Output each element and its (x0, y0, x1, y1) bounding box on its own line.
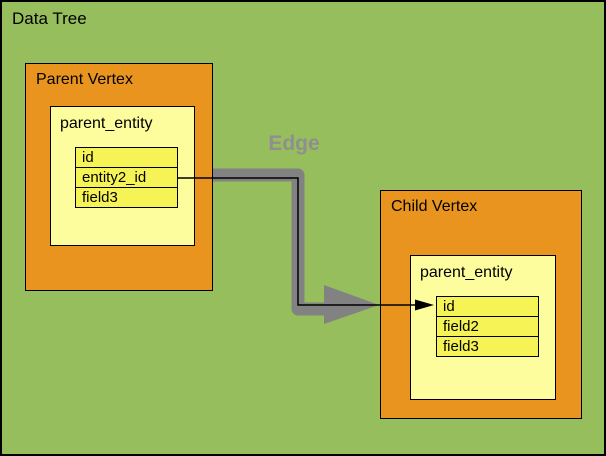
field-row: field2 (436, 316, 539, 337)
diagram-title: Data Tree (12, 9, 87, 28)
entity-parent-title: parent_entity (60, 115, 153, 132)
edge-path (213, 168, 328, 316)
edge-arrowhead (324, 285, 379, 324)
vertex-parent: Parent Vertex parent_entity id entity2_i… (25, 63, 213, 291)
entity-table-parent: parent_entity id entity2_id field3 (50, 106, 195, 246)
edge-label: Edge (268, 132, 320, 155)
entity-child-title: parent_entity (420, 264, 513, 281)
vertex-child: Child Vertex parent_entity id field2 fie… (380, 190, 582, 419)
entity-table-child: parent_entity id field2 field3 (410, 255, 556, 400)
vertex-parent-title: Parent Vertex (36, 71, 133, 88)
field-list-parent: id entity2_id field3 (75, 147, 178, 208)
vertex-child-title: Child Vertex (391, 198, 478, 215)
field-row: entity2_id (75, 167, 178, 188)
field-row: id (436, 296, 539, 317)
field-row: field3 (75, 187, 178, 208)
field-row: field3 (436, 336, 539, 357)
field-row: id (75, 147, 178, 168)
field-list-child: id field2 field3 (436, 296, 539, 357)
